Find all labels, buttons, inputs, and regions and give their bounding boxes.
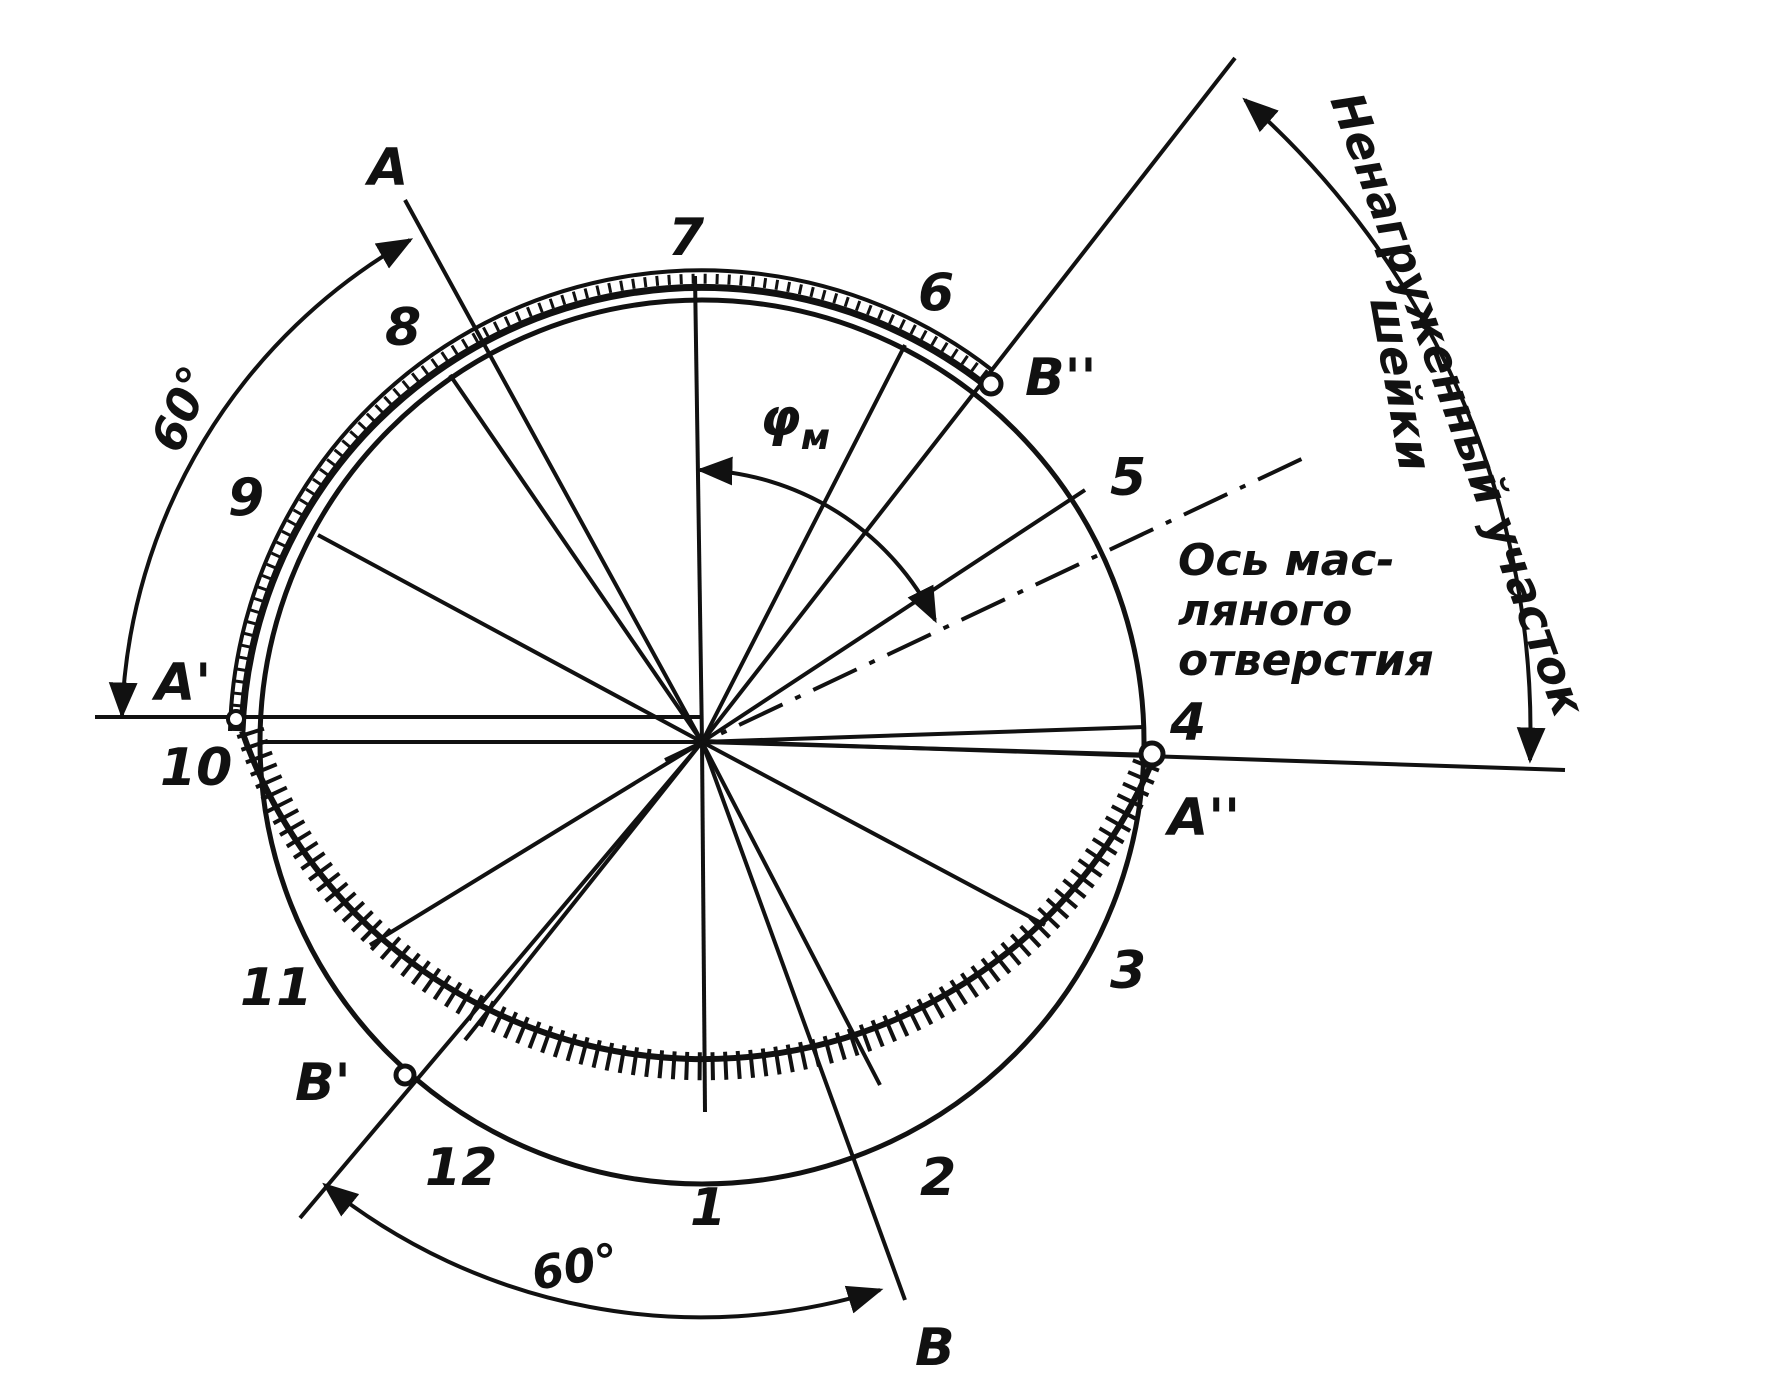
point-label-5: 5: [1110, 448, 1146, 508]
ray-6: [700, 344, 907, 743]
point-numbers: 1 2 3 4 5 6 7 8 9 10 11 12: [160, 208, 1206, 1238]
oil-hole-caption-3: отверстия: [1178, 635, 1434, 686]
label-A: A: [364, 138, 408, 198]
label-B-dprime: B'': [1025, 348, 1096, 408]
phi-arc: [696, 456, 937, 624]
load-band-lower-hatch: [236, 726, 1162, 1081]
line-B-prime: [298, 740, 704, 1220]
unloaded-caption-1: Ненагруженный участок: [1320, 85, 1597, 725]
line-B-dprime: [700, 56, 1237, 744]
point-label-10: 10: [160, 738, 232, 798]
point-label-6: 6: [918, 263, 954, 323]
angle-arc-top: [108, 238, 414, 719]
oil-hole-axis: [664, 453, 1311, 762]
angle-label-bottom: 60°: [528, 1233, 623, 1301]
point-label-9: 9: [228, 468, 264, 528]
ray-7: [693, 275, 704, 743]
marker-A-dprime: [1138, 740, 1166, 768]
ray-11: [368, 740, 704, 947]
label-B: B: [915, 1318, 955, 1378]
point-label-4: 4: [1169, 693, 1206, 753]
point-label-11: 11: [240, 958, 312, 1018]
point-label-2: 2: [920, 1148, 956, 1208]
phi-subscript: м: [801, 417, 830, 458]
unloaded-arc: [1242, 97, 1546, 764]
ray-2: [700, 741, 882, 1086]
marker-B-prime: [393, 1063, 417, 1087]
label-phi: φм: [760, 388, 830, 458]
oil-hole-caption-2: ляного: [1178, 585, 1352, 636]
ray-4: [701, 725, 1146, 744]
angle-label-top: 60°: [140, 358, 223, 459]
point-label-1: 1: [690, 1178, 726, 1238]
load-band-lower-outer: [239, 730, 1156, 1063]
line-to-A-dprime: [701, 740, 1156, 757]
oil-hole-caption-1: Ось мас-: [1178, 535, 1395, 586]
ray-1: [700, 741, 707, 1113]
label-A-prime: A': [151, 653, 211, 713]
load-band-upper-inner: [238, 283, 988, 732]
phi-symbol: φ: [760, 388, 801, 448]
ray-3: [701, 740, 1046, 927]
line-A: [403, 199, 704, 743]
label-B-prime: B': [295, 1053, 351, 1113]
load-band-upper-hatch: [231, 273, 992, 732]
ray-5: [700, 488, 1087, 744]
point-label-3: 3: [1110, 941, 1146, 1001]
radial-rays: [260, 275, 1146, 1113]
ray-8: [448, 373, 704, 744]
label-A-dprime: A'': [1164, 788, 1240, 848]
load-band-upper-outer: [228, 268, 994, 732]
marker-B-dprime: [978, 371, 1004, 397]
point-label-7: 7: [668, 208, 705, 268]
point-label-12: 12: [425, 1138, 497, 1198]
marker-A-prime: [226, 709, 246, 729]
point-label-8: 8: [385, 298, 421, 358]
angle-arc-bottom: [322, 1182, 884, 1320]
